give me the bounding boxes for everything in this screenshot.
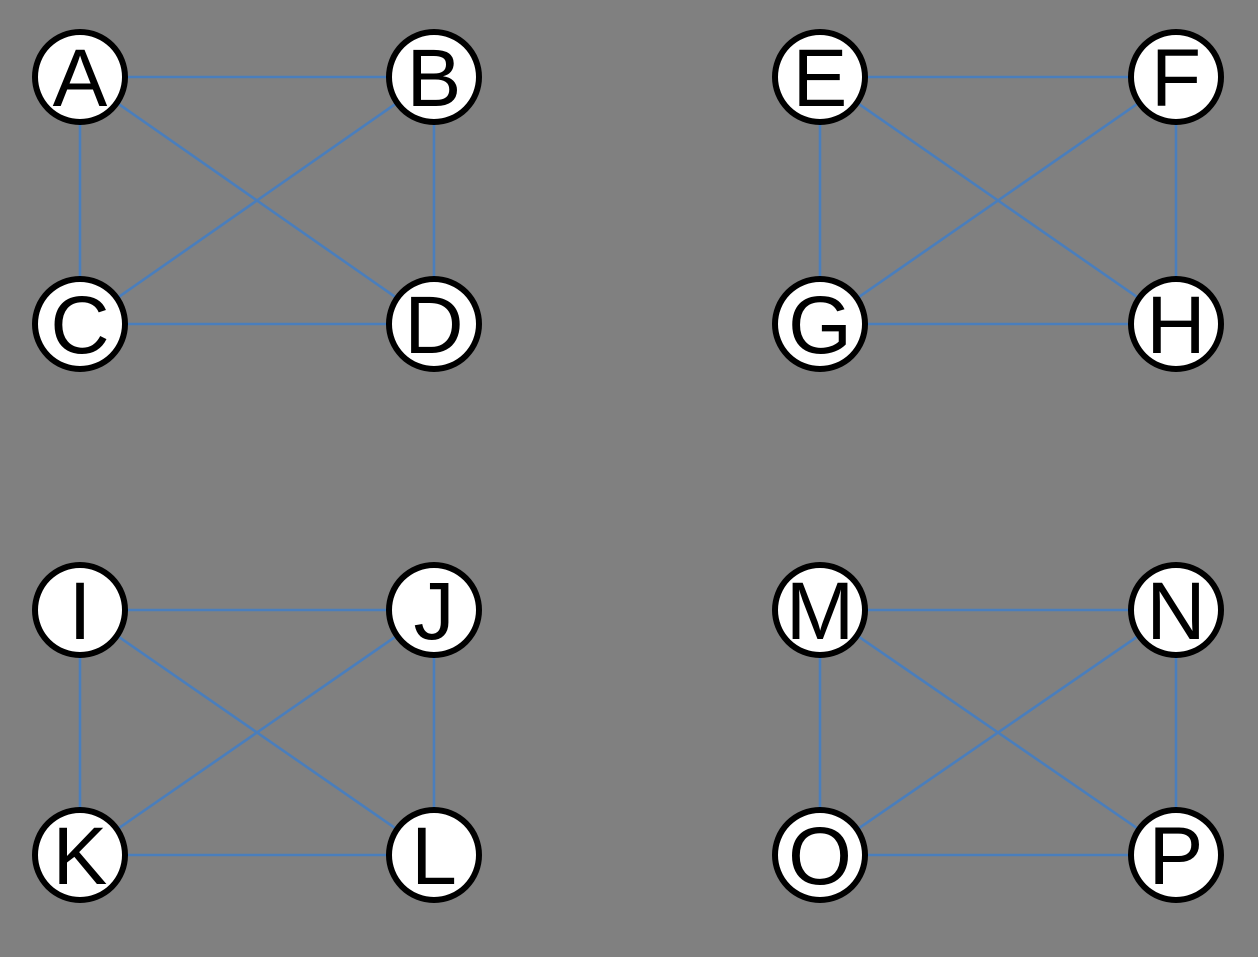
node-K[interactable]: K <box>32 807 128 903</box>
node-A-label: A <box>53 33 108 124</box>
node-I-circle[interactable] <box>32 562 128 658</box>
graph-abcd: A B C D <box>32 29 482 372</box>
node-C-label: C <box>50 280 109 371</box>
node-C-circle[interactable] <box>32 276 128 372</box>
node-I[interactable]: I <box>32 562 128 658</box>
node-E-circle[interactable] <box>772 29 868 125</box>
node-F-circle[interactable] <box>1128 29 1224 125</box>
node-H[interactable]: H <box>1128 276 1224 372</box>
node-K-label: K <box>53 811 108 902</box>
edge-J-K <box>79 608 435 857</box>
node-K-circle[interactable] <box>32 807 128 903</box>
node-D[interactable]: D <box>386 276 482 372</box>
node-D-label: D <box>404 280 463 371</box>
node-C[interactable]: C <box>32 276 128 372</box>
edge-B-C <box>79 75 435 326</box>
node-L[interactable]: L <box>386 807 482 903</box>
graph-efgh: E F G H <box>772 29 1224 372</box>
node-L-label: L <box>411 811 457 902</box>
node-E-label: E <box>793 33 848 124</box>
node-J[interactable]: J <box>386 562 482 658</box>
node-H-circle[interactable] <box>1128 276 1224 372</box>
node-O-circle[interactable] <box>772 807 868 903</box>
node-M-circle[interactable] <box>772 562 868 658</box>
node-J-circle[interactable] <box>386 562 482 658</box>
node-G-circle[interactable] <box>772 276 868 372</box>
graph-ijkl: I J K L <box>32 562 482 903</box>
node-B-label: B <box>407 33 462 124</box>
node-E[interactable]: E <box>772 29 868 125</box>
node-P-label: P <box>1149 811 1204 902</box>
node-N-label: N <box>1146 566 1205 657</box>
node-N[interactable]: N <box>1128 562 1224 658</box>
node-A[interactable]: A <box>32 29 128 125</box>
node-O-label: O <box>788 811 852 902</box>
node-P-circle[interactable] <box>1128 807 1224 903</box>
graph-mnop: M N O P <box>772 562 1224 903</box>
node-A-circle[interactable] <box>32 29 128 125</box>
node-O[interactable]: O <box>772 807 868 903</box>
node-P[interactable]: P <box>1128 807 1224 903</box>
node-F-label: F <box>1151 33 1201 124</box>
node-G-label: G <box>788 280 852 371</box>
node-B[interactable]: B <box>386 29 482 125</box>
node-L-circle[interactable] <box>386 807 482 903</box>
node-M[interactable]: M <box>772 562 868 658</box>
node-J-label: J <box>414 566 455 657</box>
node-D-circle[interactable] <box>386 276 482 372</box>
node-M-label: M <box>786 566 854 657</box>
node-G[interactable]: G <box>772 276 868 372</box>
edge-F-G <box>819 75 1177 326</box>
node-H-label: H <box>1146 280 1205 371</box>
edge-N-O <box>819 608 1177 857</box>
node-F[interactable]: F <box>1128 29 1224 125</box>
node-I-label: I <box>69 566 92 657</box>
node-N-circle[interactable] <box>1128 562 1224 658</box>
node-B-circle[interactable] <box>386 29 482 125</box>
